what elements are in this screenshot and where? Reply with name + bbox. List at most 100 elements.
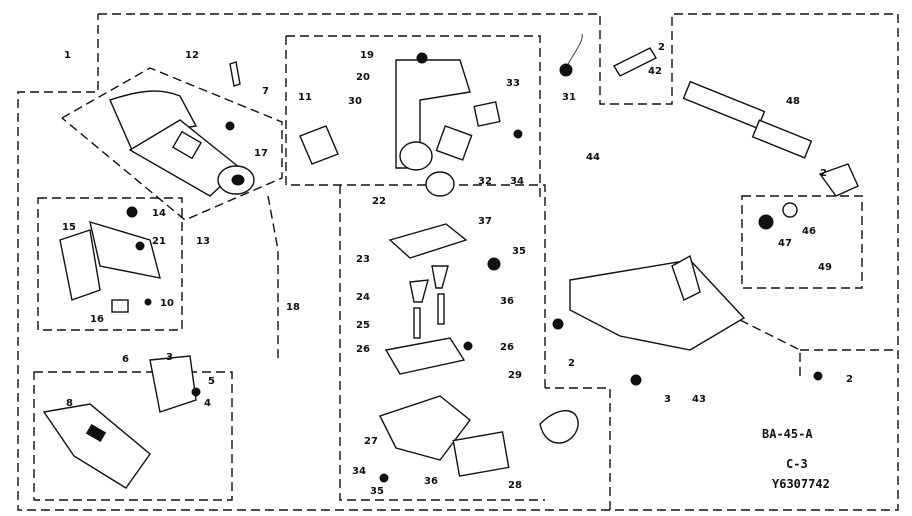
cam-29 bbox=[539, 409, 579, 444]
screw-10 bbox=[144, 298, 152, 306]
bracket-plate bbox=[89, 220, 161, 279]
screw-21 bbox=[135, 241, 145, 251]
screw-2-a bbox=[552, 318, 564, 330]
reference-codes: BA-45-A C-3 Y6307742 bbox=[762, 427, 830, 491]
pin-25 bbox=[413, 307, 421, 339]
spring-24 bbox=[409, 279, 429, 303]
callout: 25 bbox=[356, 320, 370, 331]
callout: 2 bbox=[658, 42, 665, 53]
leader-18 bbox=[267, 195, 279, 360]
center-assembly-44 bbox=[299, 52, 579, 483]
callout: 26 bbox=[500, 342, 514, 353]
screw-3 bbox=[630, 374, 642, 386]
assembly-frames bbox=[17, 13, 899, 511]
nut-35 bbox=[487, 257, 501, 271]
center-frame bbox=[285, 35, 546, 501]
callout: 11 bbox=[298, 92, 312, 103]
callout: 36 bbox=[424, 476, 438, 487]
right-assemblies bbox=[552, 33, 859, 386]
outer-frame-right-low bbox=[17, 14, 899, 511]
frame-12 bbox=[61, 67, 283, 221]
outer-frame-left bbox=[98, 13, 899, 350]
plate-32 bbox=[435, 125, 473, 161]
callout: 43 bbox=[692, 394, 706, 405]
callout: 14 bbox=[152, 208, 166, 219]
callout: 13 bbox=[196, 236, 210, 247]
callout: 36 bbox=[500, 296, 514, 307]
callout: 4 bbox=[204, 398, 211, 409]
screw-4 bbox=[191, 387, 201, 397]
callout: 32 bbox=[478, 176, 492, 187]
callout: 35 bbox=[370, 486, 384, 497]
callout: 48 bbox=[786, 96, 800, 107]
holder-assembly-12 bbox=[109, 61, 255, 197]
screw-19 bbox=[416, 52, 428, 64]
callout: 34 bbox=[510, 176, 524, 187]
callout: 44 bbox=[586, 152, 600, 163]
callout: 10 bbox=[160, 298, 174, 309]
callout: 5 bbox=[208, 376, 215, 387]
callout: 19 bbox=[360, 50, 374, 61]
callout: 30 bbox=[348, 96, 362, 107]
pin-7 bbox=[229, 61, 241, 87]
callout: 15 bbox=[62, 222, 76, 233]
callout: 1 bbox=[64, 50, 71, 61]
callout-labels: 1 12 7 17 14 15 21 13 16 10 6 3 4 5 8 18… bbox=[62, 42, 853, 497]
plate-26 bbox=[384, 337, 466, 375]
callout: 2 bbox=[846, 374, 853, 385]
callout: 22 bbox=[372, 196, 386, 207]
screw-2-b bbox=[813, 371, 823, 381]
screw-26 bbox=[463, 341, 473, 351]
callout: 8 bbox=[66, 398, 73, 409]
tension-housing-11 bbox=[299, 125, 339, 165]
clip-16 bbox=[111, 299, 129, 313]
wire-31 bbox=[567, 33, 583, 65]
screw-17 bbox=[225, 121, 235, 131]
foot-assembly-6 bbox=[42, 355, 201, 489]
callout: 34 bbox=[352, 466, 366, 477]
screw-14 bbox=[126, 206, 138, 218]
callout: 29 bbox=[508, 370, 522, 381]
screw-34-b bbox=[379, 473, 389, 483]
callout: 2 bbox=[568, 358, 575, 369]
callout: 33 bbox=[506, 78, 520, 89]
callout: 26 bbox=[356, 344, 370, 355]
part-number: Y6307742 bbox=[772, 477, 830, 491]
nut-46 bbox=[782, 202, 798, 218]
bracket-arm bbox=[59, 229, 101, 301]
callout: 35 bbox=[512, 246, 526, 257]
rod-48-upper bbox=[682, 80, 766, 130]
spring-22 bbox=[399, 141, 433, 171]
lever-42 bbox=[613, 47, 657, 77]
callout: 42 bbox=[648, 66, 662, 77]
washer-47 bbox=[758, 214, 774, 230]
callout: 3 bbox=[166, 352, 173, 363]
lower-right-return bbox=[545, 387, 611, 510]
callout: 24 bbox=[356, 292, 370, 303]
block-28 bbox=[452, 431, 510, 477]
bracket-49-head bbox=[818, 163, 859, 197]
callout: 7 bbox=[262, 86, 269, 97]
leader-43 bbox=[739, 319, 801, 376]
plate-33 bbox=[473, 101, 501, 127]
foot-body bbox=[42, 403, 151, 489]
callout: 2 bbox=[820, 168, 827, 179]
spring-36-cone bbox=[431, 265, 449, 289]
holder-spring bbox=[172, 130, 202, 160]
callout: 46 bbox=[802, 226, 816, 237]
diagram-ref-code: BA-45-A bbox=[762, 427, 813, 441]
mounting-plate-43 bbox=[569, 259, 746, 351]
callout: 28 bbox=[508, 480, 522, 491]
callout: 16 bbox=[90, 314, 104, 325]
sheet-code: C-3 bbox=[786, 457, 808, 471]
callout: 31 bbox=[562, 92, 576, 103]
spring-37 bbox=[425, 171, 455, 197]
frame-49 bbox=[741, 195, 863, 289]
mounting-arm bbox=[671, 254, 701, 301]
foot-slot bbox=[85, 423, 107, 443]
callout: 49 bbox=[818, 262, 832, 273]
callout: 27 bbox=[364, 436, 378, 447]
holder-barrel-hole bbox=[231, 174, 245, 186]
screw-34 bbox=[513, 129, 523, 139]
